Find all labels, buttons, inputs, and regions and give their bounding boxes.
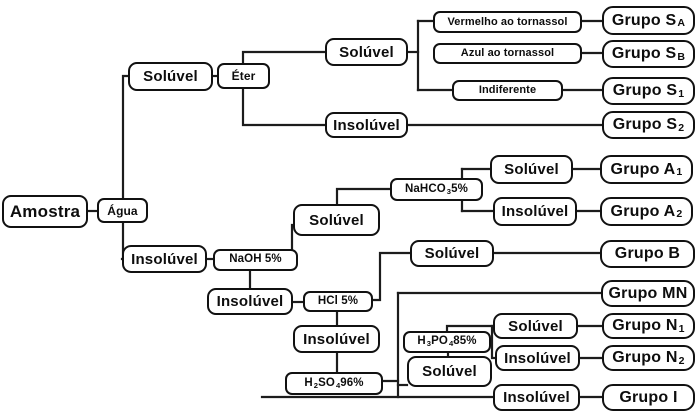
edge-eter-to-insoluvel-eter (241, 87, 327, 127)
node-soluvel-hcl: Solúvel (410, 240, 494, 267)
node-insoluvel-naoh: Insolúvel (207, 288, 293, 315)
node-label: 96% (340, 376, 364, 389)
node-label: Grupo B (614, 245, 681, 262)
node-insoluvel-h2so4: Insolúvel (493, 384, 580, 411)
node-label: Grupo I (619, 388, 678, 406)
node-label: Grupo S (612, 82, 678, 99)
node-label: Vermelho ao tornassol (447, 15, 568, 28)
node-soluvel-h3po4: Solúvel (493, 313, 578, 339)
node-insoluvel-eter: Insolúvel (325, 112, 408, 138)
node-label: Insolúvel (333, 116, 400, 134)
node-label-subscript: 3 (446, 186, 452, 196)
node-label: Insolúvel (131, 250, 198, 268)
node-label: Solúvel (424, 245, 480, 262)
node-label: H (304, 376, 313, 389)
node-label: Grupo A (610, 160, 676, 178)
node-label: Solúvel (504, 161, 559, 178)
node-label: Grupo S (612, 116, 678, 133)
node-label: Indiferente (478, 84, 537, 96)
node-label-subscript: 4 (448, 339, 454, 349)
node-label: Grupo S (611, 45, 677, 62)
node-label: 85% (453, 335, 477, 348)
node-azul-tornassol: Azul ao tornassol (433, 43, 582, 64)
node-label: Éter (231, 69, 256, 83)
node-soluvel-eter: Solúvel (325, 38, 408, 66)
node-label: Amostra (9, 202, 81, 221)
node-label: Grupo N (612, 317, 678, 334)
node-label: Solúvel (309, 211, 364, 229)
node-label: Insolúvel (503, 389, 570, 406)
node-label-subscript: 2 (676, 208, 683, 221)
node-label-subscript: 2 (313, 380, 319, 390)
node-insoluvel-hcl: Insolúvel (293, 325, 380, 353)
node-label-subscript: B (677, 50, 686, 63)
node-grupo-b: Grupo B (600, 240, 695, 268)
node-insoluvel-h3po4: Insolúvel (495, 345, 580, 371)
edge-h3po4-to-insoluvel-h3po4 (490, 324, 497, 360)
node-indiferente: Indiferente (452, 80, 563, 101)
node-label-subscript: 3 (426, 339, 432, 349)
node-grupo-mn: Grupo MN (601, 280, 695, 307)
node-label-subscript: 4 (335, 380, 341, 390)
node-soluvel-agua: Solúvel (128, 62, 213, 91)
node-label: Água (107, 203, 138, 218)
node-label-subscript: 1 (678, 87, 685, 100)
node-label: Grupo N (612, 349, 678, 366)
node-amostra: Amostra (2, 195, 88, 228)
node-label: Solúvel (508, 317, 563, 335)
edge-eter-to-soluvel-eter (241, 50, 327, 65)
node-label-subscript: 2 (678, 121, 685, 134)
node-label-subscript: 2 (678, 354, 685, 367)
node-soluvel-nahco3: Solúvel (490, 155, 573, 184)
node-label: Insolúvel (501, 203, 569, 220)
node-label: Insolúvel (216, 293, 284, 310)
node-label: Insolúvel (504, 349, 571, 367)
node-hcl: HCl 5% (303, 291, 373, 312)
node-label: NaOH 5% (229, 253, 282, 266)
node-label-subscript: A (677, 17, 686, 30)
node-label: Solúvel (422, 363, 477, 380)
node-insoluvel-agua: Insolúvel (122, 245, 207, 273)
node-eter: Éter (217, 63, 270, 89)
node-soluvel-naoh: Solúvel (293, 204, 380, 236)
edge-agua-to-soluvel-agua (121, 74, 130, 200)
edge-soluvel-naoh-to-nahco3 (335, 187, 392, 206)
node-label: H (417, 335, 426, 348)
node-label-subscript: 1 (676, 166, 683, 179)
node-label: 5% (451, 182, 468, 195)
node-label: SO (318, 376, 335, 389)
node-label: Grupo MN (608, 284, 688, 302)
edge-hcl-to-soluvel-hcl (371, 251, 412, 302)
node-label-subscript: 1 (678, 322, 685, 335)
node-grupo-i: Grupo I (602, 384, 695, 411)
node-soluvel-h2so4: Solúvel (407, 356, 492, 387)
node-label: Solúvel (339, 43, 394, 61)
node-label: Azul ao tornassol (460, 47, 555, 59)
node-vermelho-tornassol: Vermelho ao tornassol (433, 11, 582, 33)
node-label: HCl 5% (317, 294, 359, 307)
node-label: NaHCO (405, 182, 446, 195)
node-label: Insolúvel (303, 330, 370, 348)
node-naoh: NaOH 5% (213, 249, 298, 271)
node-label: Grupo S (611, 11, 677, 29)
node-agua: Água (97, 198, 148, 223)
edge-h3po4-to-soluvel-h3po4 (445, 324, 495, 333)
node-label: Solúvel (143, 68, 198, 85)
node-label: Grupo A (610, 202, 676, 220)
node-label: PO (431, 335, 448, 348)
node-insoluvel-nahco3: Insolúvel (493, 197, 577, 226)
